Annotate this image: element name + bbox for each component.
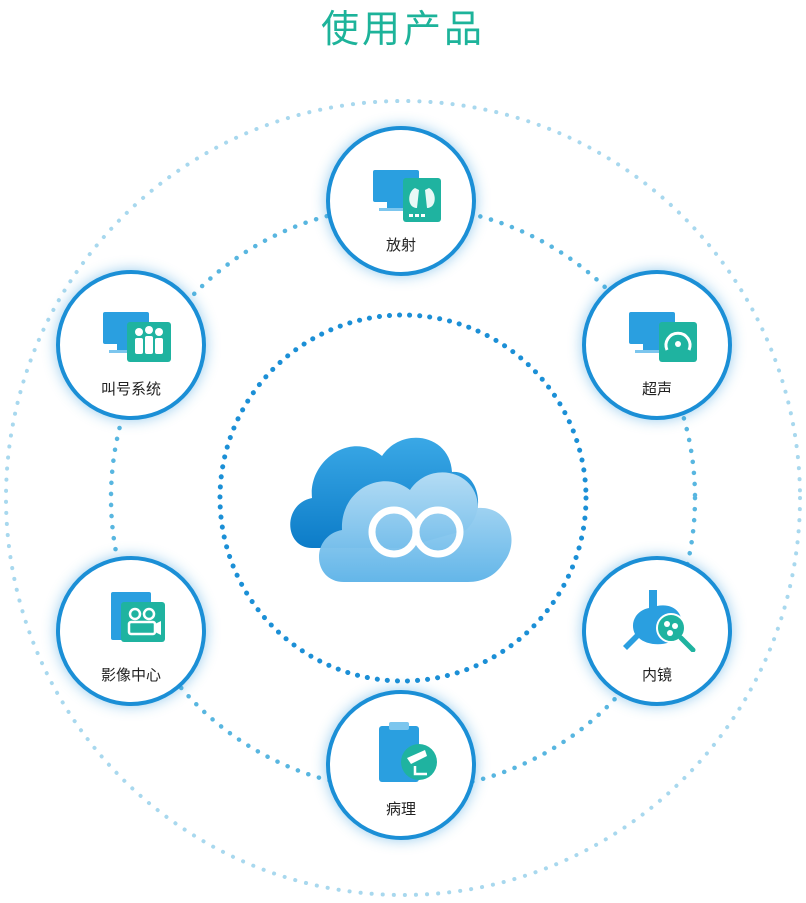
stomach-magnifier-icon — [623, 590, 696, 652]
node-label: 内镜 — [641, 666, 672, 684]
node-label: 影像中心 — [100, 666, 161, 684]
monitor-gauge-icon — [629, 312, 697, 362]
monitor-lungs-icon — [373, 170, 441, 222]
node-ultrasound[interactable]: 超声 — [582, 270, 732, 420]
node-label: 叫号系统 — [100, 380, 161, 398]
node-imaging-center[interactable]: 影像中心 — [56, 556, 206, 706]
node-label: 放射 — [385, 236, 416, 254]
node-label: 超声 — [641, 380, 672, 398]
node-queue-system[interactable]: 叫号系统 — [56, 270, 206, 420]
outer-dotted-ring — [4, 99, 802, 897]
monitor-people-icon — [103, 312, 171, 362]
node-radiology[interactable]: 放射 — [326, 126, 476, 276]
node-endoscopy[interactable]: 内镜 — [582, 556, 732, 706]
page-title: 使用产品 — [320, 7, 485, 51]
node-label: 病理 — [385, 800, 416, 818]
monitor-camera-icon — [111, 592, 165, 642]
cloud-logo-icon — [290, 437, 512, 582]
node-pathology[interactable]: 病理 — [326, 690, 476, 840]
inner-dotted-ring — [217, 312, 589, 684]
clipboard-microscope-icon — [379, 722, 437, 782]
